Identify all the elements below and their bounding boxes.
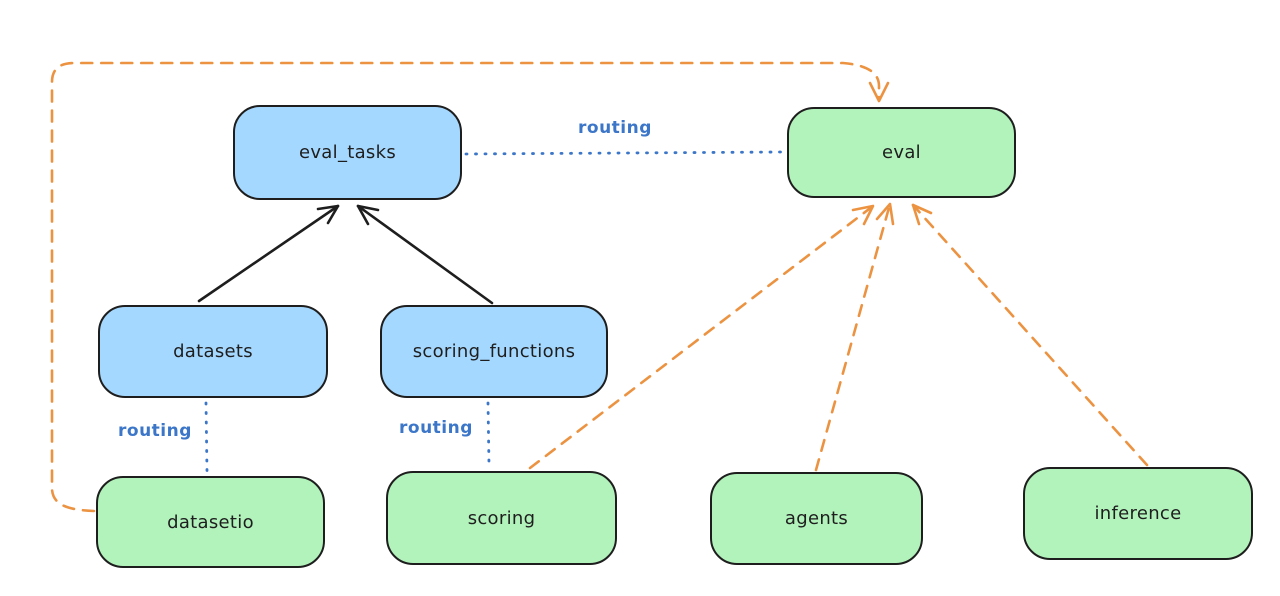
node-datasetio-label: datasetio [167, 511, 254, 533]
arrowhead-inference-to-eval [911, 203, 933, 226]
arrowhead-scoring-to-eval [851, 204, 875, 226]
routing-label-eval-tasks-eval: routing [578, 118, 652, 138]
arrowhead-agents-to-eval [875, 202, 895, 226]
edge-scoring-to-eval [528, 204, 875, 470]
edge-scoring-functions-to-eval-tasks [356, 204, 494, 305]
node-eval-tasks: eval_tasks [233, 105, 462, 200]
edge-datasetio-to-eval [50, 61, 881, 513]
node-inference-label: inference [1094, 503, 1182, 524]
node-eval: eval [787, 107, 1016, 198]
node-scoring-functions-label: scoring_functions [412, 341, 576, 362]
node-eval-tasks-label: eval_tasks [298, 142, 397, 163]
arrowhead-scoring-functions-to-eval-tasks [356, 204, 380, 226]
edge-datasets-to-eval-tasks [197, 204, 340, 303]
arrowhead-datasets-to-eval-tasks [316, 204, 340, 225]
node-scoring-label: scoring [467, 507, 536, 529]
edge-datasets-to-datasetio-routing [204, 401, 209, 473]
node-datasets-label: datasets [173, 341, 253, 362]
node-inference: inference [1023, 467, 1253, 560]
arrowhead-datasetio-to-eval [868, 81, 890, 103]
node-datasets: datasets [98, 305, 328, 398]
routing-label-scoring-functions-scoring: routing [399, 418, 473, 438]
node-agents-label: agents [784, 508, 849, 529]
node-agents: agents [710, 472, 923, 565]
edge-eval-tasks-to-eval-routing [464, 150, 785, 156]
routing-label-datasets-datasetio: routing [118, 421, 192, 441]
node-scoring: scoring [386, 471, 617, 565]
node-datasetio: datasetio [96, 476, 325, 568]
node-eval-label: eval [882, 142, 921, 163]
edge-inference-to-eval [911, 203, 1149, 467]
edge-agents-to-eval [814, 202, 892, 472]
node-scoring-functions: scoring_functions [380, 305, 608, 398]
edge-scoring-functions-to-scoring-routing [486, 401, 491, 467]
